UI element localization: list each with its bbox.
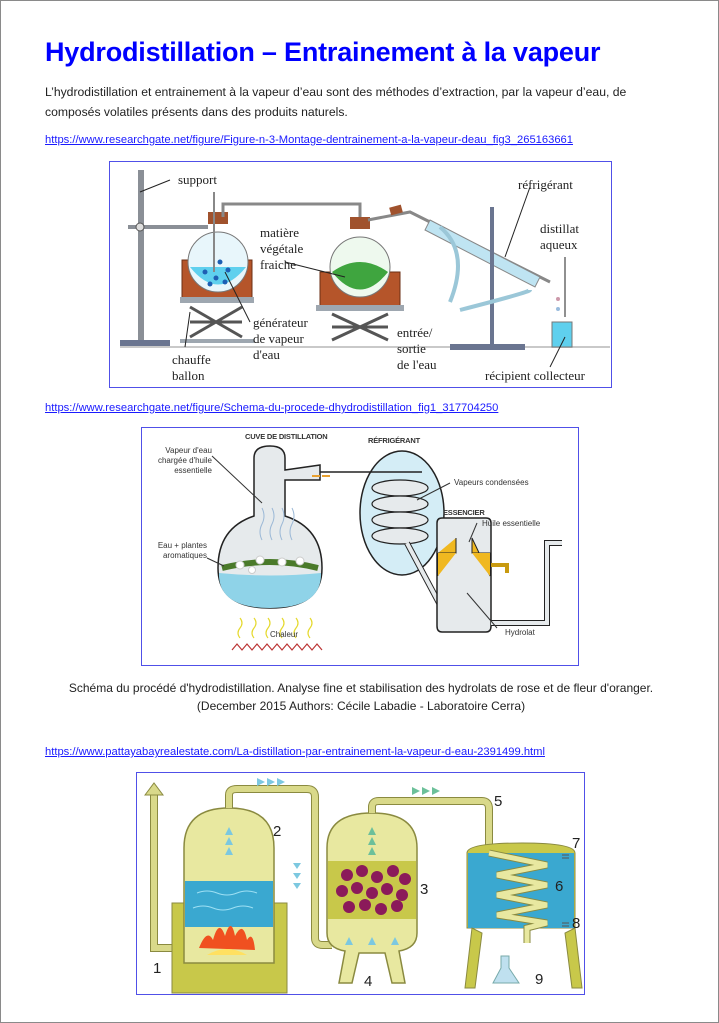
label-entree-3: de l'eau (397, 357, 437, 372)
source-link-2[interactable]: https://www.researchgate.net/figure/Sche… (45, 402, 499, 414)
process-illustration (144, 778, 583, 994)
source-link-1[interactable]: https://www.researchgate.net/figure/Figu… (45, 134, 573, 146)
label-matiere-1: matière (260, 225, 299, 240)
label-eau-2: aromatiques (162, 551, 207, 560)
label-support: support (178, 172, 217, 187)
label-matiere-3: fraiche (260, 257, 297, 272)
label-vapeur-3: essentielle (174, 466, 212, 475)
label-vapeurs-condensees: Vapeurs condensées (454, 478, 529, 487)
label-generateur-1: générateur (253, 315, 308, 330)
number-7: 7 (572, 835, 581, 852)
figure-caption-line-2: (December 2015 Authors: Cécile Labadie -… (196, 699, 526, 713)
label-recipient: récipient collecteur (485, 368, 585, 383)
number-3: 3 (420, 881, 429, 898)
label-chauffe-1: chauffe (172, 352, 211, 367)
label-eau-1: Eau + plantes (157, 541, 207, 550)
label-refrigerant: réfrigérant (518, 177, 573, 192)
source-link-3[interactable]: https://www.pattayabayrealestate.com/La-… (45, 746, 545, 758)
label-distillat-2: aqueux (540, 237, 578, 252)
number-6: 6 (555, 878, 564, 895)
setup-illustration (120, 170, 610, 368)
number-8: 8 (572, 915, 581, 932)
label-matiere-2: végétale (260, 241, 304, 256)
label-essencier: ESSENCIER (443, 508, 485, 517)
label-vapeur-2: chargée d'huile (157, 456, 212, 465)
number-9: 9 (535, 971, 544, 988)
label-hydrolat: Hydrolat (505, 628, 535, 637)
label-entree-1: entrée/ (397, 325, 433, 340)
page-title: Hydrodistillation – Entrainement à la va… (45, 37, 601, 67)
label-huile-essentielle: Huile essentielle (482, 519, 541, 528)
number-1: 1 (153, 960, 162, 977)
hydrodistillation-illustration (206, 445, 562, 651)
number-4: 4 (364, 973, 373, 990)
figure-hydrodistillation-schema: CUVE DE DISTILLATION RÉFRIGÉRANT Vapeur … (141, 427, 579, 666)
number-5: 5 (494, 793, 503, 810)
figure-steam-distillation-setup: support matière végétale fraiche générat… (109, 161, 612, 388)
label-vapeur-1: Vapeur d'eau (165, 446, 212, 455)
label-entree-2: sortie (397, 341, 426, 356)
figure-caption-line-1: Schéma du procédé d'hydrodistillation. A… (68, 681, 654, 695)
label-chaleur: Chaleur (270, 630, 299, 639)
figure-steam-distillation-process: 1 2 3 4 5 6 7 8 9 (136, 772, 585, 995)
number-2: 2 (273, 823, 282, 840)
label-distillat-1: distillat (540, 221, 579, 236)
label-chauffe-2: ballon (172, 368, 205, 383)
label-generateur-2: de vapeur (253, 331, 304, 346)
label-refrigerant-2: RÉFRIGÉRANT (368, 436, 420, 445)
intro-paragraph: L’hydrodistillation et entrainement à la… (45, 85, 627, 119)
label-cuve: CUVE DE DISTILLATION (245, 432, 328, 441)
label-generateur-3: d'eau (253, 347, 280, 362)
